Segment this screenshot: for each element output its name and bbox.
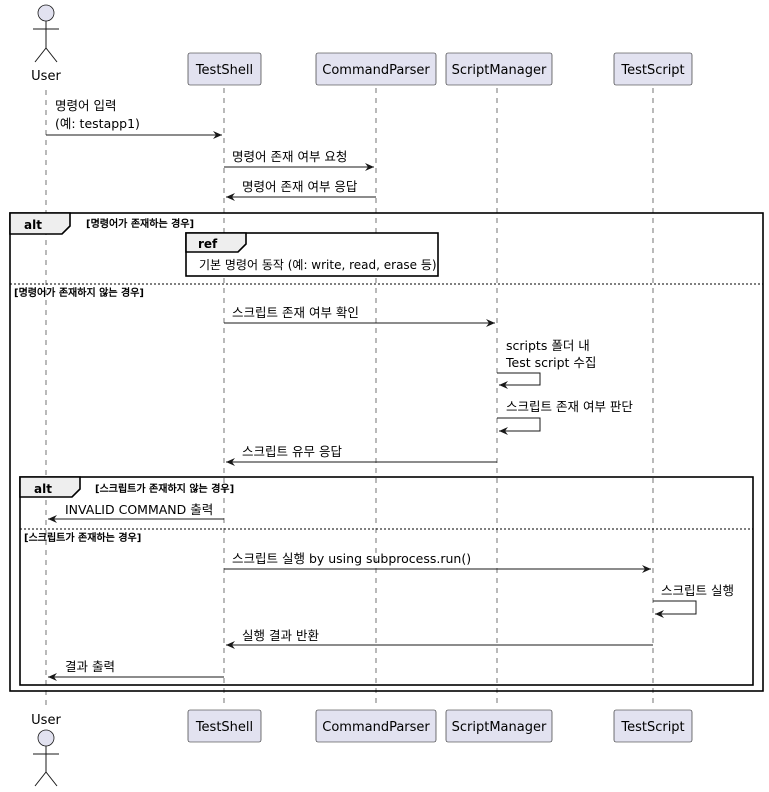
- actor-head-icon: [37, 4, 55, 22]
- ref-text: 기본 명령어 동작 (예: write, read, erase 등): [199, 258, 437, 272]
- participant-testscript-top-label: TestScript: [620, 63, 684, 78]
- self-message-arrow: [497, 372, 541, 389]
- message-label: 스크립트 실행: [661, 583, 734, 598]
- guard-condition: [명령어가 존재하는 경우]: [86, 217, 194, 230]
- participant-testshell-bottom-label: TestShell: [195, 720, 253, 735]
- participant-testshell-bottom: TestShell: [187, 709, 262, 743]
- message-label: scripts 폴더 내: [506, 338, 590, 353]
- message-label: 스크립트 실행 by using subprocess.run(): [232, 551, 471, 566]
- self-message-arrow: [653, 600, 697, 618]
- alt-fragment-inner: [19, 476, 754, 686]
- participant-scriptmanager-bottom: ScriptManager: [445, 709, 553, 743]
- message-label: 명령어 존재 여부 요청: [232, 149, 347, 164]
- message-label: Test script 수집: [505, 355, 596, 370]
- message-label: 스크립트 존재 여부 확인: [232, 305, 359, 320]
- alt-keyword: alt: [34, 482, 52, 496]
- actor-head-icon: [37, 729, 55, 747]
- guard-condition: [스크립트가 존재하지 않는 경우]: [95, 482, 234, 495]
- message-label: 스크립트 유무 응답: [242, 444, 342, 459]
- participant-commandparser-bottom-label: CommandParser: [322, 720, 430, 735]
- participant-scriptmanager-top: ScriptManager: [445, 52, 553, 86]
- participant-scriptmanager-bottom-label: ScriptManager: [452, 720, 547, 735]
- message-label: 명령어 입력: [55, 98, 116, 113]
- alt-tab-inner: [19, 476, 81, 498]
- participant-commandparser-top: CommandParser: [315, 52, 437, 86]
- message-label: 스크립트 존재 여부 판단: [506, 399, 633, 414]
- ref-keyword: ref: [198, 237, 218, 251]
- participant-testscript-bottom: TestScript: [613, 709, 693, 743]
- message-label: INVALID COMMAND 출력: [65, 502, 213, 517]
- actor-user-bottom: User: [31, 713, 61, 787]
- alt-fragment-outer: [9, 212, 764, 692]
- ref-tab: [185, 232, 247, 253]
- message-label: 결과 출력: [65, 659, 115, 674]
- self-message-arrow: [497, 417, 541, 435]
- participant-testscript-bottom-label: TestScript: [620, 720, 684, 735]
- participant-testscript-top: TestScript: [613, 52, 693, 86]
- message-label: (예: testapp1): [55, 116, 140, 131]
- participant-testshell-top: TestShell: [187, 52, 262, 86]
- participant-scriptmanager-top-label: ScriptManager: [452, 63, 547, 78]
- message-label: 명령어 존재 여부 응답: [242, 179, 358, 194]
- participant-commandparser-bottom: CommandParser: [315, 709, 437, 743]
- message-label: 실행 결과 반환: [242, 628, 319, 643]
- alt-keyword: alt: [24, 218, 42, 232]
- participant-commandparser-top-label: CommandParser: [322, 63, 430, 78]
- actor-user-top-label: User: [31, 69, 61, 84]
- participant-testshell-top-label: TestShell: [195, 63, 253, 78]
- actor-user-top: User: [31, 4, 61, 84]
- actor-user-bottom-label: User: [31, 713, 61, 728]
- alt-tab-outer: [9, 212, 71, 235]
- guard-condition: [스크립트가 존재하는 경우]: [24, 531, 141, 544]
- guard-condition: [명령어가 존재하지 않는 경우]: [14, 286, 144, 299]
